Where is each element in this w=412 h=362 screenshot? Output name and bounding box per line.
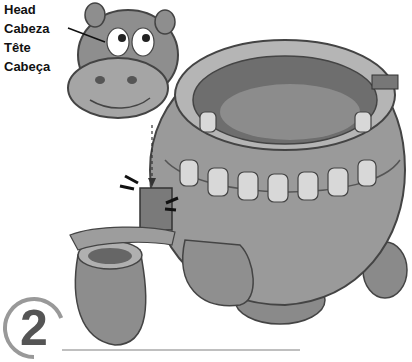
shell-rim <box>175 40 395 150</box>
leader-line <box>68 28 105 42</box>
step-number: 2 <box>2 296 66 360</box>
shell-floor <box>220 84 360 140</box>
turtle-leg <box>183 240 253 306</box>
shell-windows <box>180 112 376 202</box>
part-label: Cabeza <box>4 21 50 37</box>
shell-opening <box>193 56 377 144</box>
side-tab <box>372 75 398 89</box>
part-label: Head <box>4 2 36 18</box>
snap-mark <box>120 176 138 189</box>
hippo-head <box>68 3 178 118</box>
step-number-circle: 2 <box>2 296 66 360</box>
insert-arrow <box>151 125 152 180</box>
panel-rule <box>62 349 300 351</box>
snap-mark <box>165 198 178 210</box>
cup-inside <box>88 248 132 264</box>
part-label: Tête <box>4 40 31 56</box>
arrow-head <box>148 178 156 187</box>
foot-base <box>70 227 175 250</box>
part-label: Cabeça <box>4 59 50 75</box>
